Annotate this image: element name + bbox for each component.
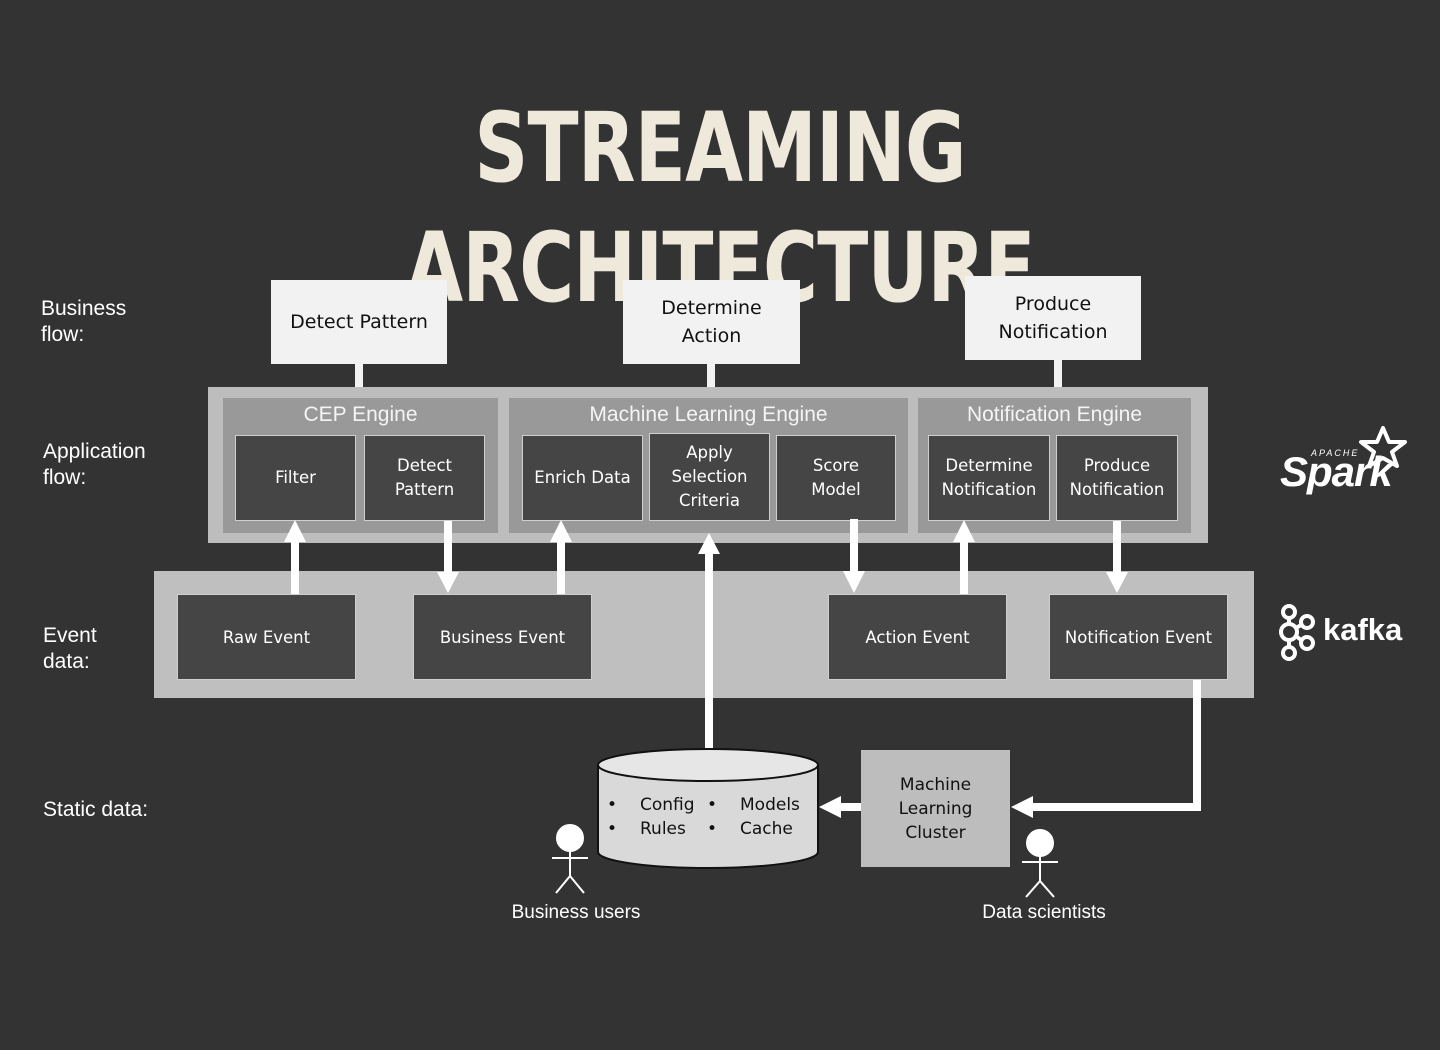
arrow-business-event-to-enrich <box>550 520 572 594</box>
store-bullet-3: • <box>707 795 718 815</box>
event-notification: Notification Event <box>1049 594 1228 680</box>
event-action: Action Event <box>828 594 1007 680</box>
business-users-label: Business users <box>511 902 641 923</box>
row-label-business-flow: Business flow: <box>41 297 127 346</box>
notification-engine-title: Notification Engine <box>966 403 1143 426</box>
step-score-model: Score Model <box>776 435 896 521</box>
spark-logo-small-text: APACHE <box>1311 448 1360 458</box>
event-business: Business Event <box>413 594 592 680</box>
row-label-static-data: Static data: <box>43 798 149 821</box>
arrow-ml-cluster-to-store <box>819 796 861 818</box>
business-produce-notification: Produce Notification <box>965 276 1141 360</box>
spark-logo-text: Spark <box>1280 448 1393 495</box>
connector-produce-notification <box>1054 358 1062 392</box>
connector-determine-action <box>707 362 715 392</box>
arrow-notification-event-to-ml-cluster <box>1011 680 1201 818</box>
arrow-action-event-to-determine <box>953 520 975 594</box>
store-bullet-4: • <box>707 819 718 839</box>
store-item-models: Models <box>740 795 800 815</box>
step-filter: Filter <box>235 435 356 521</box>
step-detect-pattern: Detect Pattern <box>364 435 485 521</box>
cep-engine-title: CEP Engine <box>303 403 418 426</box>
kafka-nodes-icon <box>1279 604 1315 661</box>
kafka-logo-text: kafka <box>1323 612 1403 647</box>
step-determine-notification: Determine Notification <box>928 435 1050 521</box>
ml-engine-title: Machine Learning Engine <box>589 403 828 426</box>
connector-detect-pattern <box>355 362 363 392</box>
step-produce-notification: Produce Notification <box>1056 435 1178 521</box>
business-determine-action: Determine Action <box>623 280 800 364</box>
data-scientists-label: Data scientists <box>982 902 1106 923</box>
ml-cluster: Machine Learning Cluster <box>861 750 1010 867</box>
data-scientists-figure-icon <box>1022 829 1058 898</box>
arrow-detect-to-business-event <box>437 521 459 593</box>
arrow-raw-to-filter <box>284 520 306 594</box>
arrow-score-to-action-event <box>843 519 865 593</box>
store-bullet-1: • <box>607 795 618 815</box>
row-label-application-flow: Application flow: <box>43 440 146 489</box>
arrow-store-to-selection <box>698 533 720 750</box>
business-detect-pattern: Detect Pattern <box>271 280 447 364</box>
static-data-store <box>597 748 819 869</box>
store-item-cache: Cache <box>740 819 793 839</box>
page-title: STREAMING ARCHITECTURE <box>405 92 1035 324</box>
step-apply-selection-criteria: Apply Selection Criteria <box>649 433 770 521</box>
store-item-config: Config <box>640 795 695 815</box>
business-users-figure-icon <box>552 824 588 894</box>
store-item-rules: Rules <box>640 819 686 839</box>
arrow-produce-to-notification-event <box>1106 521 1128 593</box>
store-bullet-2: • <box>607 819 618 839</box>
row-label-event-data: Event data: <box>43 624 97 673</box>
step-enrich-data: Enrich Data <box>522 435 643 521</box>
spark-star-icon <box>1359 426 1407 468</box>
event-raw: Raw Event <box>177 594 356 680</box>
